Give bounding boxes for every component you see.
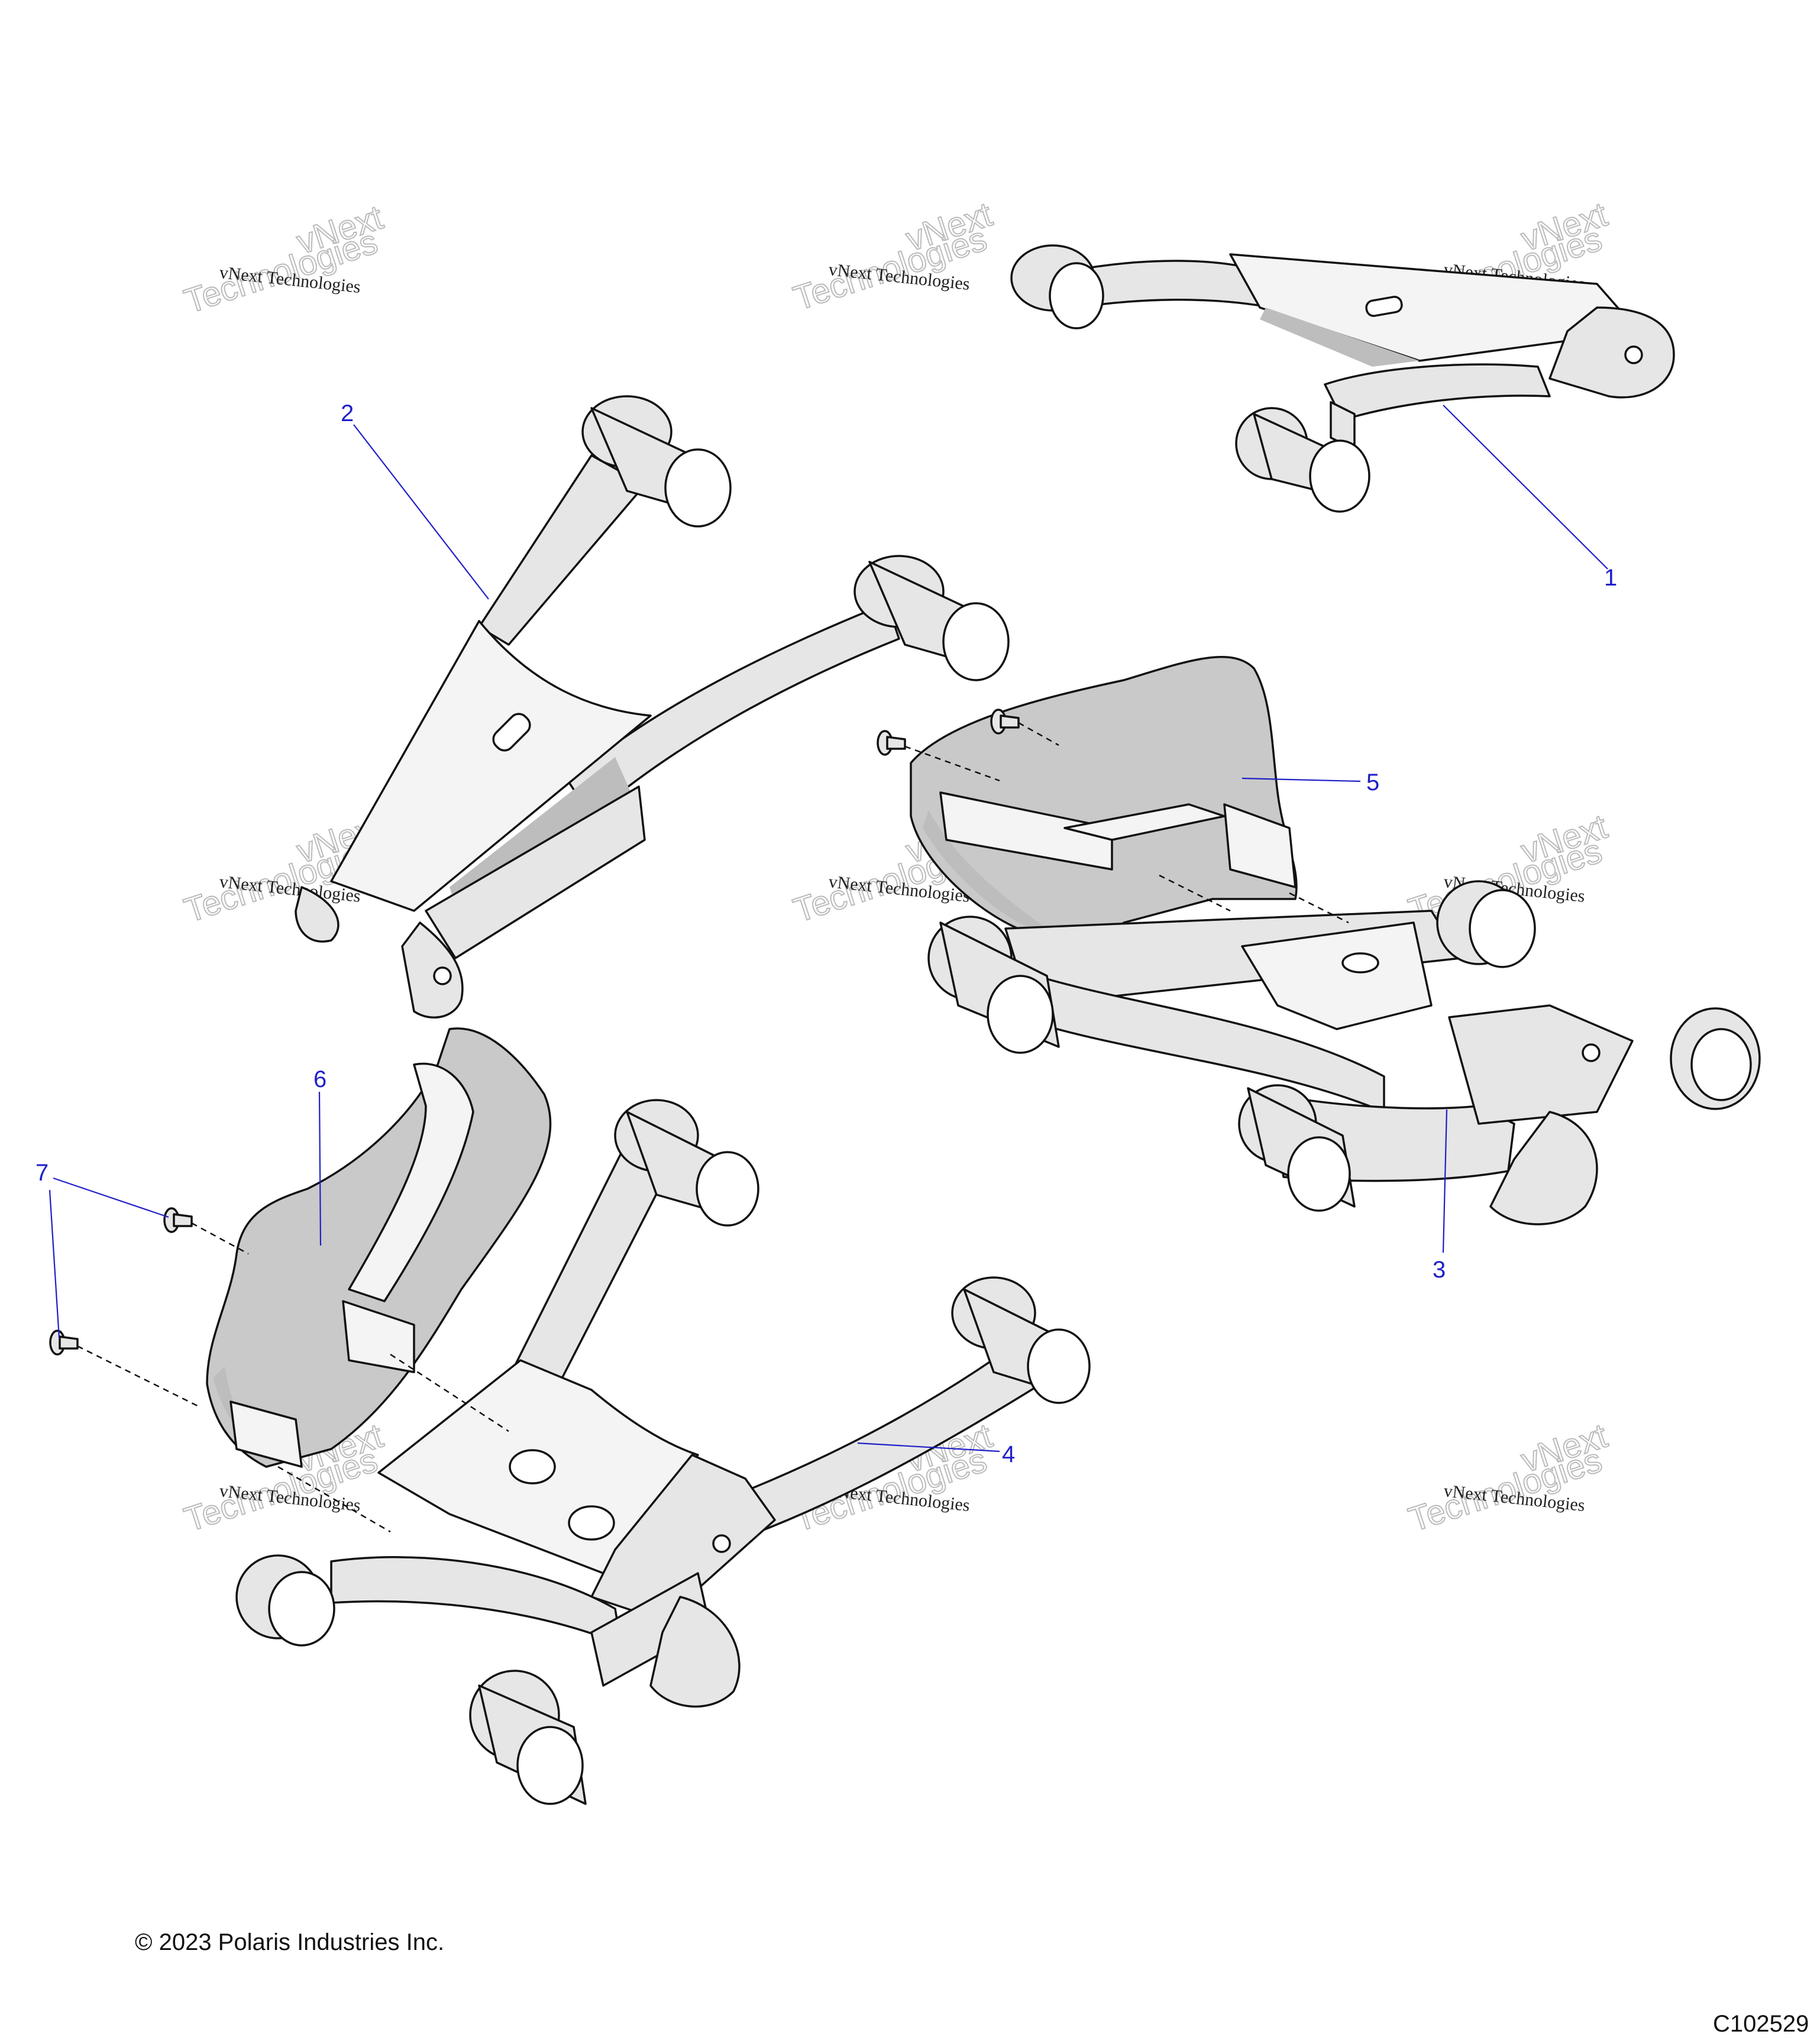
screw-6b [49,1330,79,1356]
part-7-screws [49,709,1020,1356]
callout-7: 7 [35,1160,49,1186]
figure-code: C102529 [1713,2011,1809,2037]
callouts: 1 2 3 4 5 6 7 [35,400,1617,1467]
callout-4: 4 [1002,1441,1015,1467]
part-4-lower-a-arm [235,1099,1091,1805]
screw-5b [990,709,1020,735]
part-2-upper-a-arm [295,395,1010,1019]
callout-1: 1 [1604,565,1617,591]
screw-5a [877,730,906,756]
part-1-upper-a-arm [1010,244,1675,513]
assembly-lines [77,722,1349,1533]
callout-3: 3 [1433,1257,1446,1283]
callout-6: 6 [313,1066,326,1092]
part-3-lower-a-arm [927,880,1761,1225]
part-5-shield [910,656,1298,942]
part-6-shield [206,1027,552,1468]
callout-2: 2 [341,400,354,426]
leader-lines [49,405,1608,1453]
screw-6a [163,1207,193,1233]
callout-5: 5 [1366,769,1379,795]
copyright-notice: © 2023 Polaris Industries Inc. [135,1929,445,1955]
